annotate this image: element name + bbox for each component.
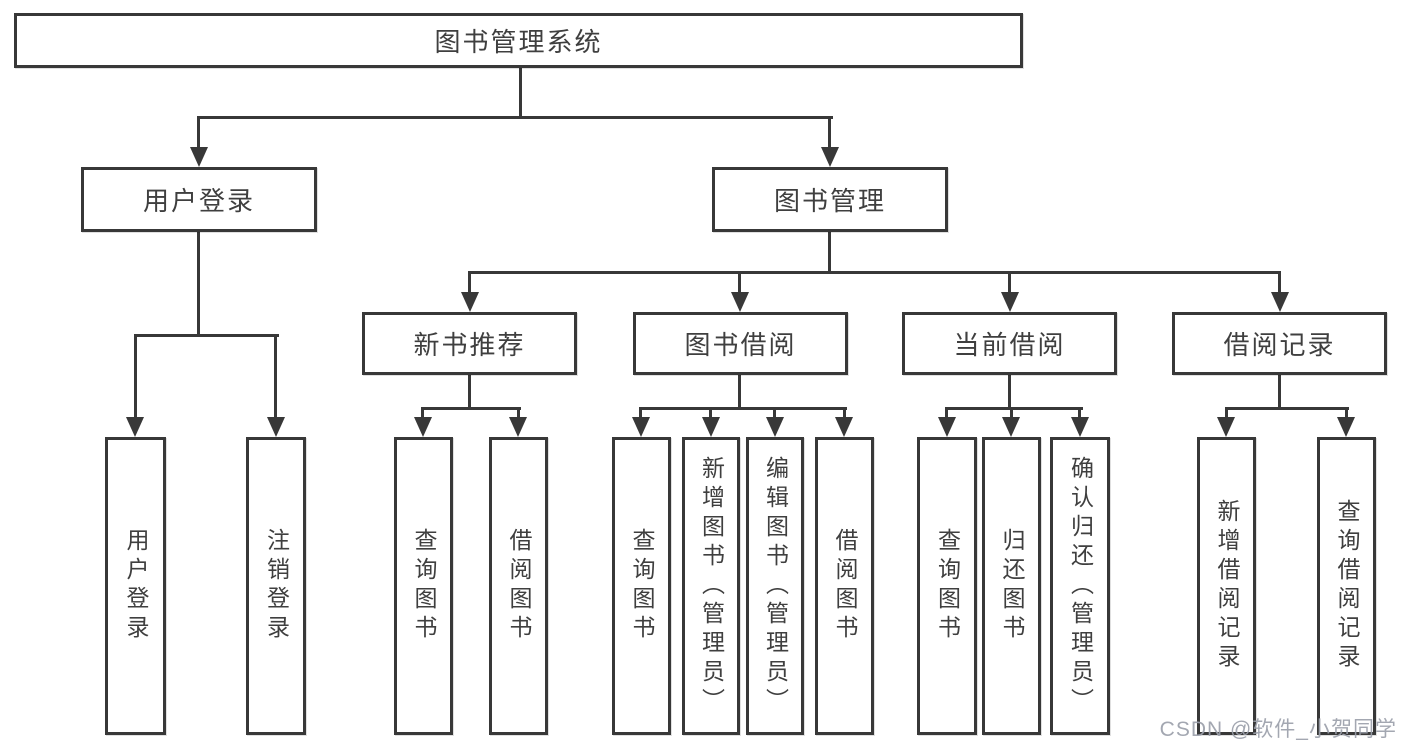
leaf-borrow-books-recommend: 借阅图书 [489,437,548,735]
node-book-management: 图书管理 [712,167,948,232]
connector-line [738,375,741,409]
arrow-down-icon [702,417,720,437]
leaf-query-books-borrowing: 查询图书 [612,437,671,735]
leaf-confirm-return-admin-label: 确认归还（管理员） [1067,455,1094,717]
leaf-edit-books-admin: 编辑图书（管理员） [746,437,804,735]
arrow-down-icon [461,292,479,312]
node-current-borrowing-label: 当前借阅 [953,330,1066,360]
connector-line [468,375,471,409]
connector-line [828,232,831,274]
connector-line [945,407,948,420]
connector-line [468,271,1281,274]
leaf-add-borrow-record-label: 新增借阅记录 [1214,499,1240,673]
connector-line [738,271,741,294]
arrow-down-icon [1071,417,1089,437]
leaf-query-borrow-record: 查询借阅记录 [1317,437,1376,735]
connector-line [709,407,712,420]
leaf-add-books-admin: 新增图书（管理员） [682,437,740,735]
leaf-borrow-books: 借阅图书 [815,437,874,735]
node-new-book-recommendation: 新书推荐 [362,312,577,375]
arrow-down-icon [1337,417,1355,437]
connector-line [1225,407,1349,410]
leaf-user-login-label: 用户登录 [123,528,149,644]
connector-line [1278,375,1281,409]
connector-line [945,407,1083,410]
leaf-add-borrow-record: 新增借阅记录 [1197,437,1256,735]
connector-line [1078,407,1081,420]
arrow-down-icon [731,292,749,312]
connector-line [134,334,137,419]
connector-line [421,407,521,410]
connector-line [1008,375,1011,409]
leaf-logout: 注销登录 [246,437,306,735]
connector-line [468,271,471,294]
connector-line [197,232,200,337]
connector-line [639,407,642,420]
node-book-borrowing: 图书借阅 [633,312,848,375]
node-root-label: 图书管理系统 [434,27,603,57]
node-borrowing-records-label: 借阅记录 [1223,330,1336,360]
arrow-down-icon [1217,417,1235,437]
leaf-confirm-return-admin: 确认归还（管理员） [1050,437,1110,735]
arrow-down-icon [1001,292,1019,312]
arrow-down-icon [766,417,784,437]
leaf-add-books-admin-label: 新增图书（管理员） [698,455,725,717]
node-new-book-recommendation-label: 新书推荐 [413,330,526,360]
connector-line [828,116,831,149]
leaf-borrow-books-recommend-label: 借阅图书 [506,528,532,644]
connector-line [197,116,200,149]
leaf-return-books-label: 归还图书 [999,528,1025,644]
arrow-down-icon [632,417,650,437]
arrow-down-icon [509,417,527,437]
leaf-query-books-current: 查询图书 [917,437,977,735]
leaf-query-books-current-label: 查询图书 [934,528,961,644]
leaf-query-books-recommend-label: 查询图书 [411,528,437,644]
arrow-down-icon [1002,417,1020,437]
node-user-login-label: 用户登录 [142,186,255,216]
connector-line [1345,407,1348,420]
connector-line [519,68,522,118]
watermark: CSDN @软件_小贺同学 [1159,718,1397,741]
arrow-down-icon [835,417,853,437]
connector-line [639,407,847,410]
node-current-borrowing: 当前借阅 [902,312,1117,375]
leaf-return-books: 归还图书 [982,437,1041,735]
node-book-borrowing-label: 图书借阅 [684,330,797,360]
node-user-login: 用户登录 [81,167,317,232]
arrow-down-icon [1271,292,1289,312]
node-book-management-label: 图书管理 [773,186,886,216]
connector-line [773,407,776,420]
connector-line [1225,407,1228,420]
leaf-borrow-books-label: 借阅图书 [832,528,858,644]
connector-line [274,334,277,419]
connector-line [1010,407,1013,420]
leaf-user-login: 用户登录 [105,437,166,735]
connector-line [197,116,833,119]
connector-line [1008,271,1011,294]
arrow-down-icon [938,417,956,437]
arrow-down-icon [414,417,432,437]
connector-line [1278,271,1281,294]
arrow-down-icon [126,417,144,437]
connector-line [517,407,520,420]
arrow-down-icon [190,147,208,167]
leaf-logout-label: 注销登录 [263,528,290,644]
node-borrowing-records: 借阅记录 [1172,312,1387,375]
arrow-down-icon [267,417,285,437]
arrow-down-icon [821,147,839,167]
node-root: 图书管理系统 [14,13,1023,68]
connector-line [843,407,846,420]
leaf-edit-books-admin-label: 编辑图书（管理员） [762,455,789,717]
connector-line [134,334,279,337]
connector-line [421,407,424,420]
leaf-query-books-borrowing-label: 查询图书 [629,528,655,644]
leaf-query-books-recommend: 查询图书 [394,437,453,735]
leaf-query-borrow-record-label: 查询借阅记录 [1334,499,1360,673]
